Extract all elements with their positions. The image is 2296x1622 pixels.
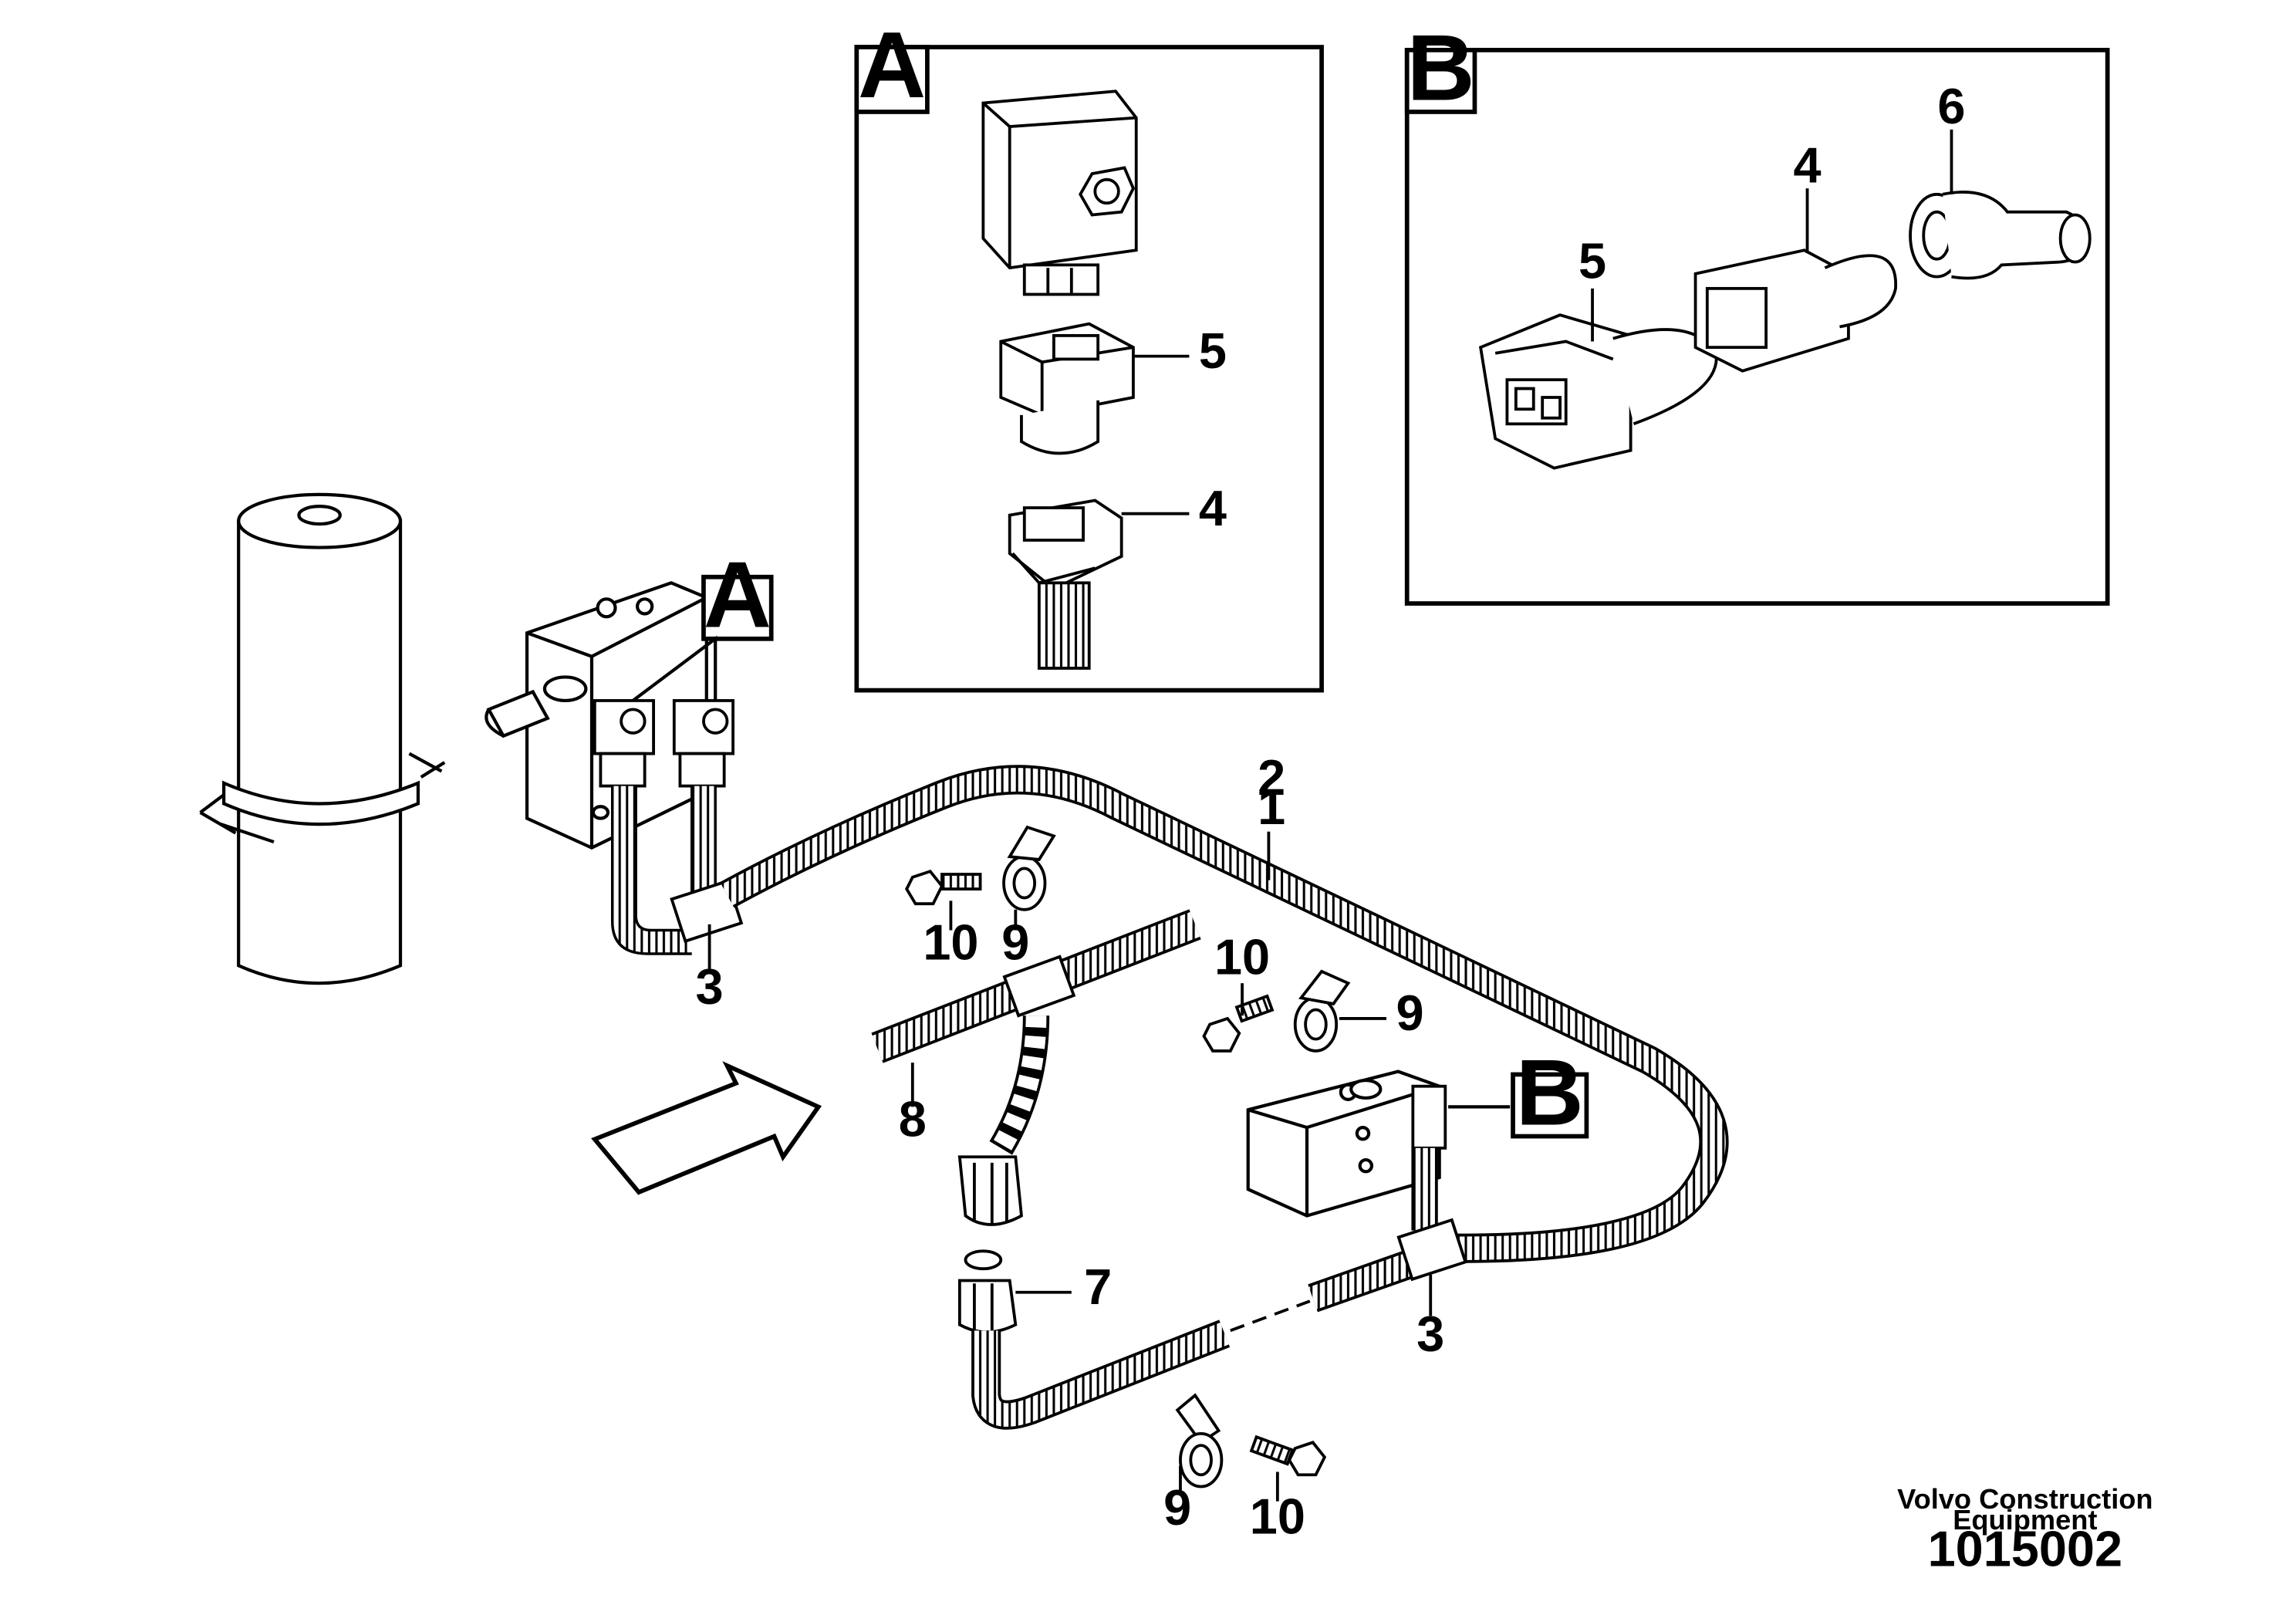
inset-b-frame [1404,47,2110,606]
callout-a-leader [632,635,718,702]
lower-harness-fill [974,1322,1229,1427]
label-9-bottom: 9 [1163,1479,1191,1536]
credit-line-2: Equipment [1953,1504,2097,1536]
connector-housing [999,322,1135,455]
label-b-6: 6 [1937,78,1965,134]
label-8: 8 [899,1091,927,1147]
credit-line-1: Volvo Construction [1897,1483,2152,1515]
label-3-right: 3 [1416,1306,1444,1362]
valve-right [1246,1070,1441,1218]
y-splice-right [1396,1218,1467,1282]
inset-a: A 5 4 [854,12,1324,693]
callout-a-box [701,574,774,641]
label-7: 7 [1084,1259,1112,1315]
coupling-upper [957,1155,1023,1226]
plug-with-conduit [1008,498,1123,670]
label-b-5: 5 [1578,233,1606,289]
plug-b [1693,248,1897,373]
coil-right [1411,1084,1447,1150]
bolt-top [905,869,982,906]
label-a-5: 5 [1199,323,1227,379]
inset-a-letter-box [854,45,930,114]
coupling-lower [957,1249,1018,1334]
direction-arrow [591,1061,822,1195]
label-9-mid: 9 [1396,985,1423,1041]
bolt-mid [1202,994,1275,1053]
label-10-top: 10 [923,914,978,971]
label-1: 1 [1258,779,1285,835]
accumulator-cylinder [199,492,446,985]
clamp-bottom [1175,1393,1224,1489]
elbow-grommet [1909,191,2092,280]
callout-b-letter: B [1516,1039,1584,1144]
clamp-mid [1293,969,1351,1053]
y-splice-main [1002,955,1076,1018]
bolt-bottom [1249,1434,1327,1477]
harness-loop-fill [721,768,1726,1260]
label-b-4: 4 [1793,137,1821,194]
label-2: 2 [1258,749,1285,806]
inset-b-letter: B [1407,15,1475,120]
label-10-bottom: 10 [1250,1489,1305,1545]
left-branch-outline [610,786,717,955]
inset-b: B 5 4 6 [1404,15,2110,606]
solenoid-coil [981,90,1138,296]
label-10-mid: 10 [1214,929,1270,985]
coils-on-block [593,699,735,788]
drop-branch-fill [991,1015,1047,1154]
label-a-4: 4 [1199,480,1227,536]
inset-a-letter: A [858,12,926,117]
clamp-top [1002,825,1056,911]
connector-b-housing [1478,313,1718,470]
inset-b-letter-box [1404,47,1477,114]
inset-a-frame [854,45,1324,693]
dashed-link [1230,1299,1311,1333]
callout-a-letter: A [704,542,772,647]
callout-b-box [1511,1072,1589,1139]
label-9-top: 9 [1001,914,1029,971]
label-3-left: 3 [696,958,724,1015]
left-branch-tubes [612,786,716,955]
document-number: 1015002 [1928,1521,2122,1577]
